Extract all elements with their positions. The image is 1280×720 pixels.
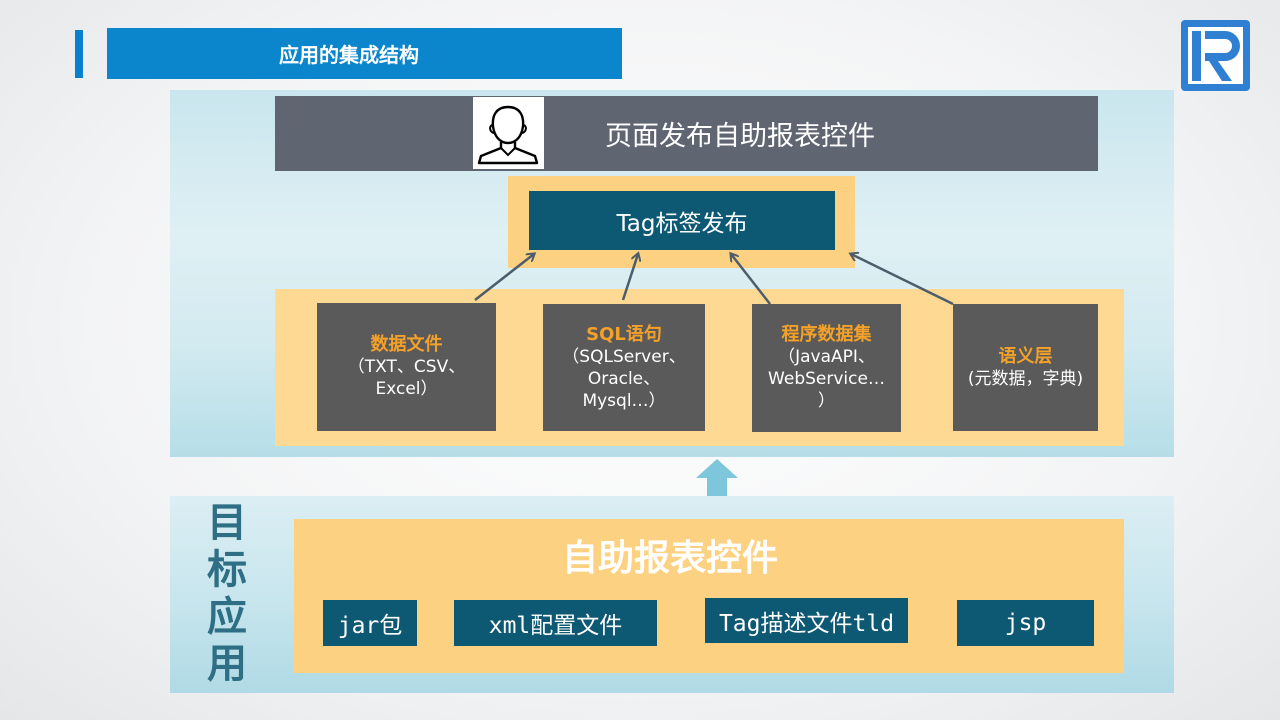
- side-char: 用: [207, 641, 247, 687]
- source-title: 数据文件: [370, 334, 443, 355]
- page-publish-bar: [275, 96, 1098, 171]
- source-detail: Excel）: [375, 379, 438, 399]
- accent-bar: [75, 30, 83, 78]
- source-sql: SQL语句 （SQLServer、 Oracle、 Mysql…）: [543, 304, 705, 431]
- source-title: SQL语句: [586, 323, 662, 345]
- side-char: 应: [207, 594, 247, 640]
- source-detail: （JavaAPI、: [778, 347, 875, 367]
- up-arrow-icon: [696, 459, 738, 496]
- source-detail: WebService…: [768, 369, 885, 389]
- jar-package-chip: jar包: [323, 600, 417, 646]
- report-control-title: 自助报表控件: [561, 538, 778, 579]
- source-program-dataset: 程序数据集 （JavaAPI、 WebService… ）: [752, 304, 901, 432]
- target-app-label: 目 标 应 用: [200, 500, 254, 688]
- source-title: 程序数据集: [781, 324, 872, 345]
- source-title: 语义层: [998, 345, 1053, 367]
- source-data-file: 数据文件 （TXT、CSV、 Excel）: [317, 303, 496, 431]
- source-detail: Mysql…）: [582, 390, 666, 411]
- slide-title: 应用的集成结构: [107, 28, 622, 79]
- tld-descriptor-chip: Tag描述文件tld: [705, 598, 908, 643]
- source-semantic-layer: 语义层 (元数据，字典): [953, 304, 1098, 431]
- report-control-frame: [294, 519, 1124, 673]
- source-detail: ）: [818, 391, 835, 411]
- tag-publish-box: Tag标签发布: [529, 191, 835, 250]
- source-detail: Oracle、: [587, 368, 661, 389]
- jsp-chip: jsp: [957, 600, 1094, 646]
- source-detail: （SQLServer、: [562, 346, 686, 367]
- side-char: 目: [207, 500, 247, 546]
- source-detail: （TXT、CSV、: [347, 357, 466, 377]
- slide-title-text: 应用的集成结构: [279, 43, 419, 67]
- side-char: 标: [207, 547, 247, 593]
- r-logo-icon: [1181, 20, 1250, 91]
- source-detail: (元数据，字典): [967, 368, 1084, 389]
- page-publish-label: 页面发布自助报表控件: [605, 121, 875, 152]
- user-avatar-icon: [473, 97, 544, 169]
- xml-config-chip: xml配置文件: [454, 600, 657, 646]
